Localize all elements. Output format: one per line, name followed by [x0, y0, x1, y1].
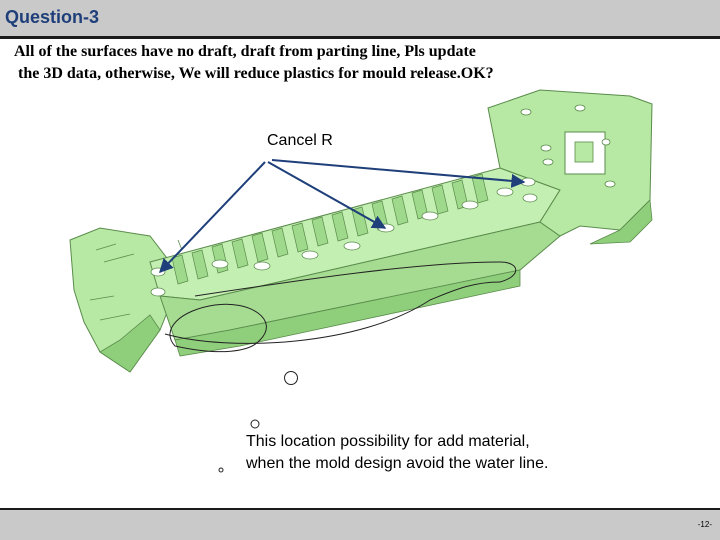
- question-line-2: the 3D data, otherwise, We will reduce p…: [18, 65, 494, 82]
- callout-cancel-r: Cancel R: [267, 132, 333, 149]
- title-bar: Question-3: [0, 0, 720, 36]
- callout-arrows: [159, 159, 526, 274]
- footer-bar: [0, 508, 720, 540]
- title-divider: [0, 36, 720, 39]
- question-text: All of the surfaces have no draft, draft…: [14, 41, 704, 85]
- note-bubbles: [218, 371, 298, 473]
- highlight-outline: [164, 261, 517, 353]
- slide-title: Question-3: [5, 7, 100, 27]
- page-number: -12-: [697, 520, 712, 529]
- molded-part: [69, 89, 653, 373]
- note-line-2: when the mold design avoid the water lin…: [246, 455, 549, 472]
- note-line-1: This location possibility for add materi…: [246, 433, 530, 450]
- question-line-1: All of the surfaces have no draft, draft…: [14, 43, 476, 60]
- material-note: This location possibility for add materi…: [246, 431, 548, 475]
